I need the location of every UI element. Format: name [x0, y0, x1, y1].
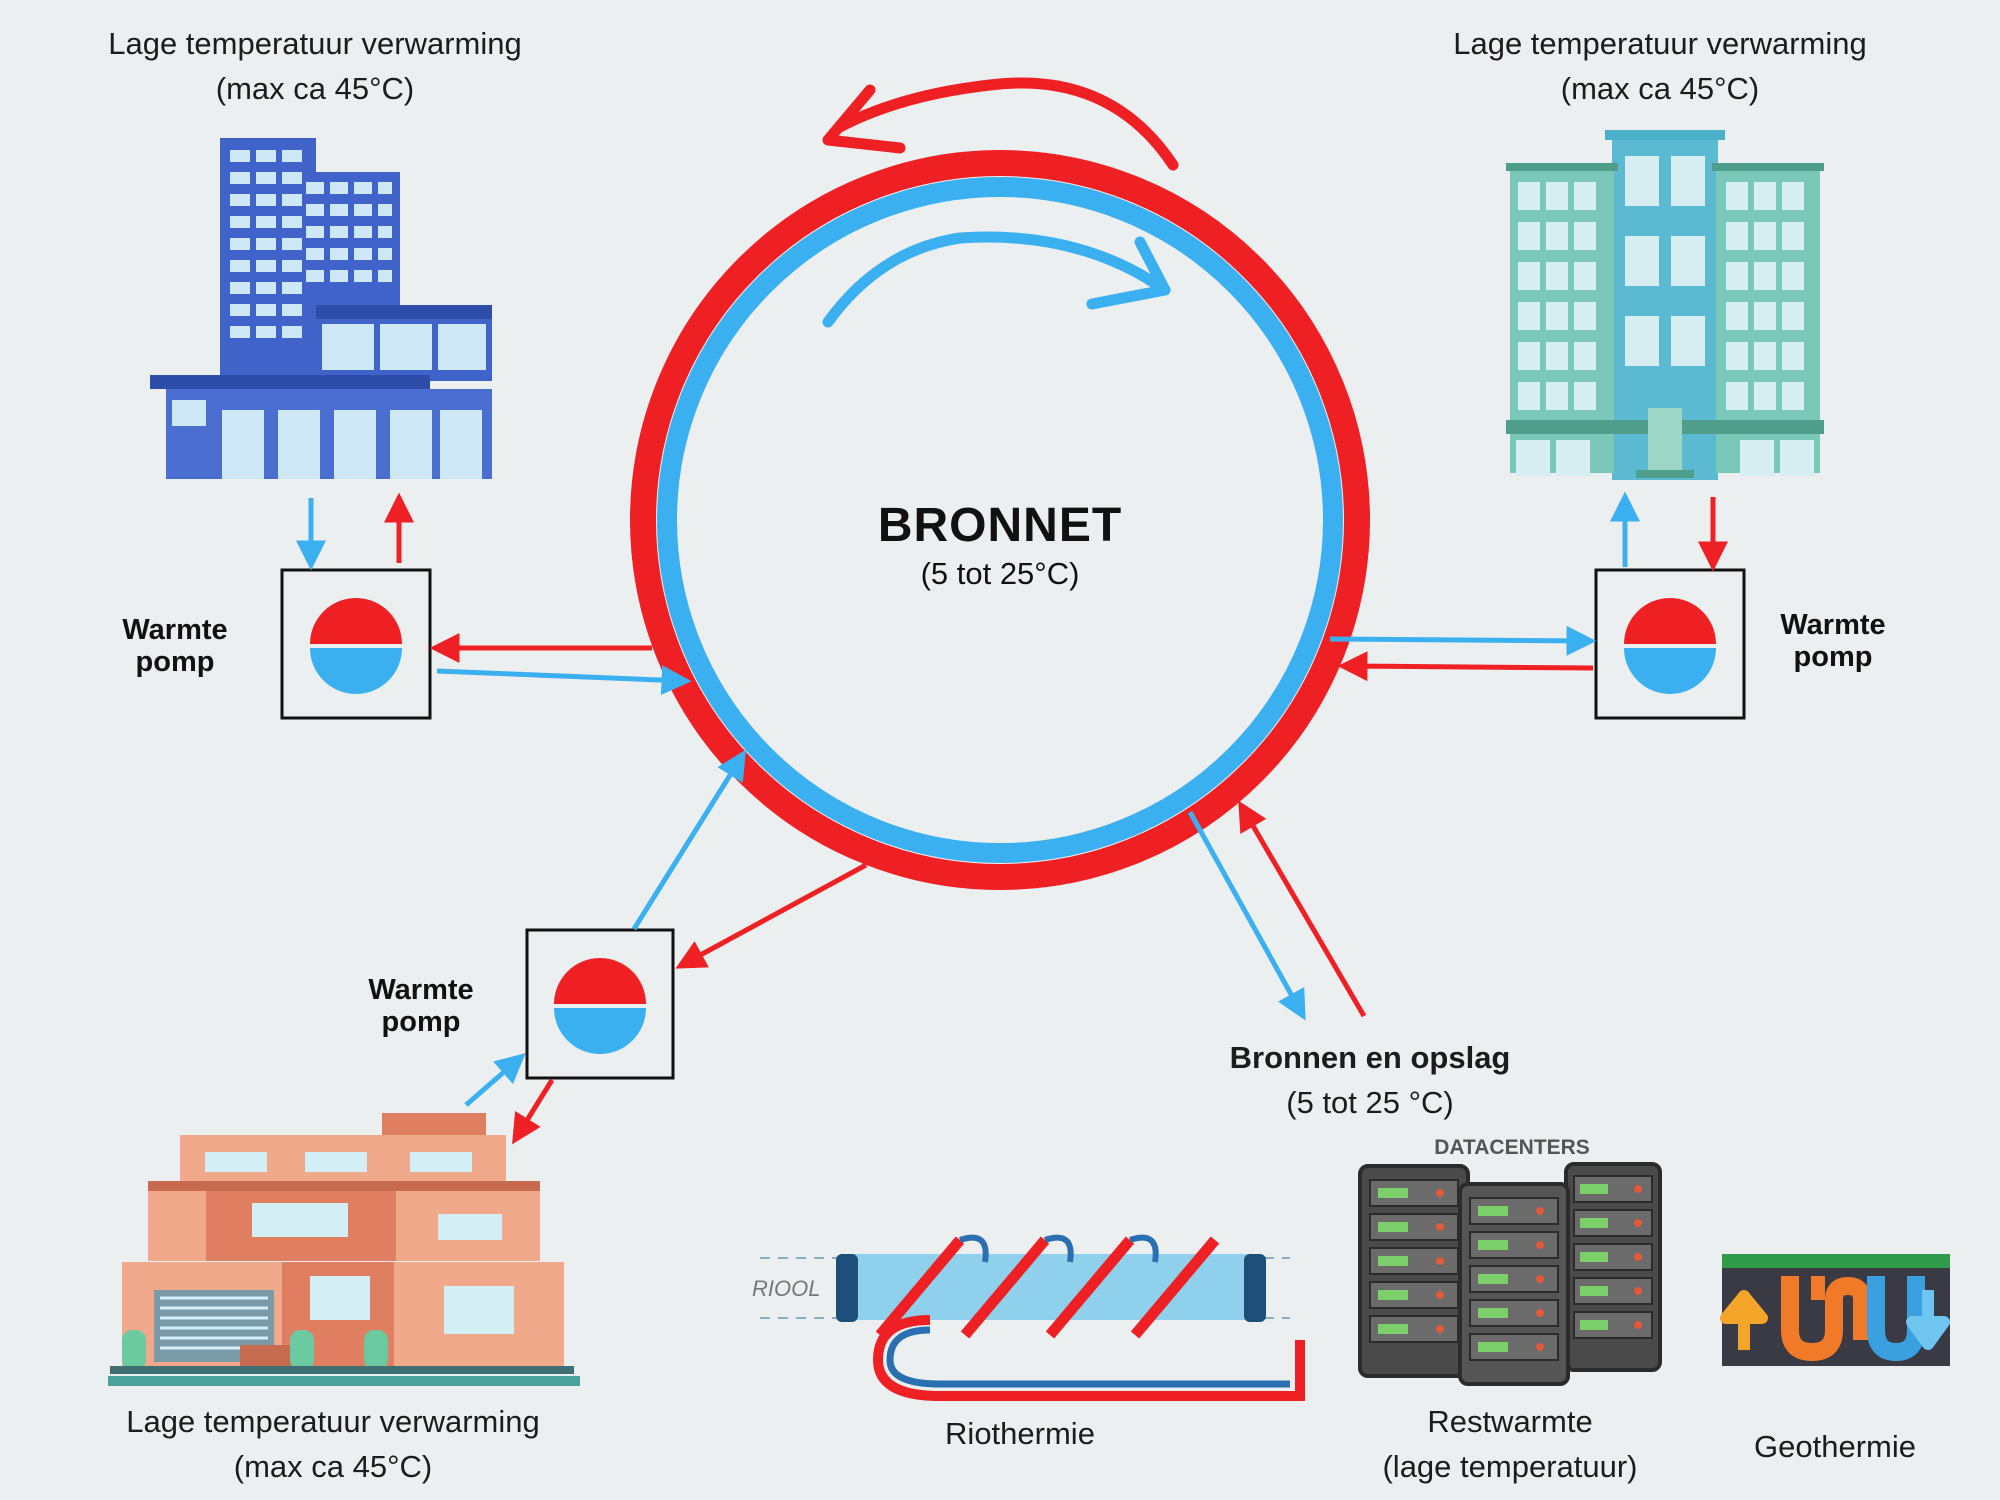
hot-flow-arrow: [832, 77, 1179, 171]
office-building-blue: [150, 138, 492, 479]
sources-range: (5 tot 25 °C): [1286, 1084, 1454, 1120]
geothermie-label: Geothermie: [1754, 1429, 1916, 1464]
riool-pipe-text: RIOOL: [752, 1276, 820, 1301]
cold-flow-arrow: [822, 231, 1171, 328]
bronnet-subtitle: (5 tot 25°C): [920, 556, 1080, 591]
riothermie-illustration: [760, 1234, 1305, 1401]
bronnet-ring: [630, 150, 1370, 890]
bottom-left-building-label: Lage temperatuur verwarming (max ca 45°C…: [126, 1404, 540, 1484]
heat-pump-bottom-label: Warmte pomp: [368, 974, 474, 1038]
bronnet-title: BRONNET: [877, 499, 1123, 552]
office-building-teal: [1506, 130, 1824, 480]
datacenter-racks: DATACENTERS: [1358, 1136, 1662, 1386]
datacenters-header: DATACENTERS: [1434, 1136, 1590, 1159]
geothermie-icon: [1720, 1254, 1950, 1366]
top-right-building-label: Lage temperatuur verwarming (max ca 45°C…: [1453, 26, 1867, 106]
sources-label: Bronnen en opslag (5 tot 25 °C): [1180, 1036, 1560, 1126]
hot-flow-arrow-head: [822, 84, 906, 154]
heat-pump-left-label: Warmte pomp: [122, 614, 228, 678]
heat-pump-right-label: Warmte pomp: [1780, 609, 1886, 673]
residential-building-salmon: [108, 1113, 580, 1386]
restwarmte-label: Restwarmte (lage temperatuur): [1382, 1404, 1638, 1484]
heat-pump-bottom: [525, 928, 675, 1080]
sources-title: Bronnen en opslag: [1229, 1040, 1511, 1075]
top-left-building-label: Lage temperatuur verwarming (max ca 45°C…: [108, 26, 522, 106]
cold-flow-arrow-head: [1086, 236, 1171, 310]
connection-arrows: [296, 491, 1728, 1145]
heat-pump-right: [1594, 568, 1746, 720]
riothermie-label: Riothermie: [945, 1416, 1095, 1451]
heat-pump-left: [280, 568, 432, 720]
